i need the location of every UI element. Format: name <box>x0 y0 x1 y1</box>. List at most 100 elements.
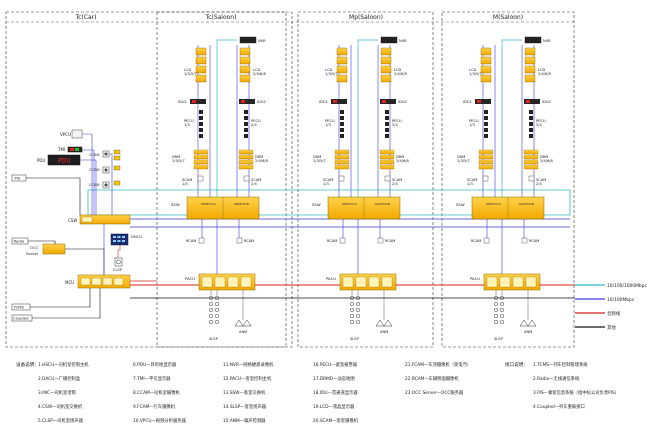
section-frame <box>297 11 434 348</box>
slsp-speaker <box>349 307 355 313</box>
switch-a-label: SWITCH-A <box>201 202 217 206</box>
legend-label-fast: 10/100Mbps <box>607 297 635 303</box>
pecu-unit <box>199 134 203 138</box>
rcam-label: RCAM <box>186 239 196 243</box>
scam-camera <box>384 175 391 182</box>
drm-map <box>379 149 395 155</box>
mcu-label: MCU <box>65 280 74 285</box>
drm-map <box>334 149 350 155</box>
lcd-screen <box>239 65 251 74</box>
pacu-label: PACU <box>470 276 480 281</box>
pecu-unit <box>484 116 488 120</box>
dncu-box <box>110 233 129 246</box>
idu-display <box>331 99 347 104</box>
nvr-label: NVR <box>399 39 407 43</box>
rcam-camera <box>198 237 205 244</box>
pdu-box <box>47 154 81 166</box>
lcd-screen <box>195 47 207 56</box>
drm-map <box>523 164 539 170</box>
idu-label: IDU1 <box>178 100 187 104</box>
device-legend-item: 8.CCAM—司机室摄像机 <box>133 391 180 396</box>
pdu-label: PDU <box>37 158 45 163</box>
slsp-label: SLSP <box>494 337 504 341</box>
pecu-unit <box>484 122 488 126</box>
pecu-unit <box>529 110 533 114</box>
pecu-unit <box>529 116 533 120</box>
drm-map <box>334 159 350 165</box>
idu-label: IDU1 <box>319 100 328 104</box>
nvr-label: NVR <box>258 39 266 43</box>
anm-sensor <box>383 319 393 327</box>
csw-label: CSW <box>68 218 77 223</box>
anm-sensor <box>519 319 529 327</box>
idu-label: IDU2 <box>398 100 407 104</box>
drm-map <box>193 164 209 170</box>
ccam-camera <box>102 181 110 189</box>
slsp-speaker <box>355 319 361 325</box>
pis-tag <box>11 174 27 182</box>
lcd-screen <box>195 65 207 74</box>
pecu-unit <box>385 128 389 132</box>
anm-sensor <box>527 319 537 327</box>
pecu-unit <box>199 128 203 132</box>
device-legend-item: 20.SCAM—客室摄像机 <box>313 419 358 424</box>
rcam-camera <box>236 237 243 244</box>
pecu-unit <box>385 110 389 114</box>
pacu-label: PACU <box>185 276 195 281</box>
slsp-speaker <box>355 295 361 301</box>
pecu-unit <box>340 110 344 114</box>
nvr-label: NVR <box>543 39 551 43</box>
drm-map <box>238 159 254 165</box>
anm-label: ANM <box>380 330 388 334</box>
device-legend-item: 6.PDU—目的地显示器 <box>133 363 177 368</box>
drm-map <box>334 154 350 160</box>
pecu-unit <box>484 134 488 138</box>
pecu-unit <box>385 122 389 126</box>
pacu-unit <box>339 273 397 291</box>
lcd-screen <box>380 74 392 83</box>
rcam-label: RCAM <box>529 239 539 243</box>
pacu-unit <box>483 273 541 291</box>
slsp-speaker <box>208 313 214 319</box>
slsp-speaker <box>355 307 361 313</box>
ccam-camera <box>102 166 110 174</box>
pecu-unit <box>340 128 344 132</box>
pecu-unit <box>340 134 344 138</box>
pecu-unit <box>529 128 533 132</box>
lcd-screen <box>239 56 251 65</box>
lcd-screen <box>380 56 392 65</box>
lcd-screen <box>239 47 251 56</box>
pacu-unit <box>198 273 256 291</box>
pdu-screen-text: PDU <box>58 158 71 165</box>
pecu-unit <box>199 110 203 114</box>
drm-map <box>523 149 539 155</box>
device-legend-item: 13.SSW—客室交换机 <box>223 391 266 396</box>
lcd-screen <box>195 74 207 83</box>
section-frame <box>441 11 575 348</box>
lcd-screen <box>480 47 492 56</box>
device-legend-item: 21.FCAM—车顶摄像机（受电弓） <box>405 363 472 368</box>
slsp-speaker <box>355 313 361 319</box>
slsp-speaker <box>214 307 220 313</box>
pecu-unit <box>484 128 488 132</box>
switch-b-label: SWITCH-B <box>375 202 390 206</box>
pecu-unit <box>244 110 248 114</box>
ssw-label: SSW <box>456 202 465 207</box>
device-legend-item: 5.CLSP—司机室扬声器 <box>38 419 83 424</box>
device-legend-item: 4.CSW—司机室交换机 <box>38 405 83 410</box>
lcd-screen <box>380 65 392 74</box>
drm-map <box>478 154 494 160</box>
interface-legend-item: 1.TCMS—列车控制管理系统 <box>533 363 588 368</box>
lcd-screen <box>524 56 536 65</box>
